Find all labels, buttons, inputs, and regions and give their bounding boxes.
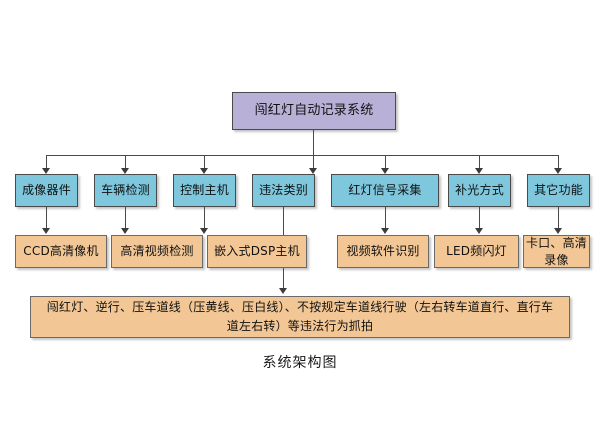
connector-level2-6 xyxy=(558,207,559,229)
level1-node-imaging-device: 成像器件 xyxy=(15,174,78,207)
level2-node-video-software-recognition: 视频软件识别 xyxy=(337,235,429,268)
level2-label-3: 嵌入式DSP主机 xyxy=(214,244,300,259)
level1-label-2: 车辆检测 xyxy=(101,183,150,198)
connector-drop-level1-4 xyxy=(313,155,314,169)
connector-drop-level1-5 xyxy=(385,155,386,169)
level1-node-control-host: 控制主机 xyxy=(173,174,236,207)
arrowhead-level1-6 xyxy=(475,168,483,174)
arrowhead-level1-2 xyxy=(121,168,129,174)
connector-drop-level1-3 xyxy=(204,155,205,169)
arrowhead-level1-1 xyxy=(42,168,50,174)
level2-label-6: 卡口、高清录像 xyxy=(525,236,587,267)
level1-label-6: 补光方式 xyxy=(455,183,504,198)
arrowhead-level2-2 xyxy=(121,228,129,234)
connector-drop-level1-7 xyxy=(558,155,559,169)
connector-drop-level1-1 xyxy=(46,155,47,169)
level1-label-7: 其它功能 xyxy=(534,183,583,198)
connector-level2-4 xyxy=(385,207,386,229)
arrowhead-level1-7 xyxy=(554,168,562,174)
connector-level2-2 xyxy=(125,207,126,229)
connector-drop-level1-2 xyxy=(125,155,126,169)
arrowhead-level2-6 xyxy=(554,228,562,234)
connector-bus-level1 xyxy=(46,155,558,156)
level1-node-other-functions: 其它功能 xyxy=(527,174,590,207)
arrowhead-level2-4 xyxy=(381,228,389,234)
arrowhead-level1-3 xyxy=(200,168,208,174)
summary-label: 闯红灯、逆行、压车道线（压黄线、压白线）、不按规定车道线行驶（左右转车道直行、直… xyxy=(46,300,554,333)
level1-label-4: 违法类别 xyxy=(259,183,308,198)
arrowhead-level2-1 xyxy=(42,228,50,234)
arrowhead-level2-5 xyxy=(475,228,483,234)
connector-root-stem xyxy=(313,130,314,155)
level2-label-4: 视频软件识别 xyxy=(346,244,420,259)
arrowhead-level1-5 xyxy=(381,168,389,174)
level2-node-checkpoint-hd-recording: 卡口、高清录像 xyxy=(523,235,590,268)
level2-label-2: 高清视频检测 xyxy=(120,244,194,259)
level2-node-embedded-dsp-host: 嵌入式DSP主机 xyxy=(207,235,307,268)
root-node-automatic-red-light-system: 闯红灯自动记录系统 xyxy=(232,92,396,130)
diagram-caption: 系统架构图 xyxy=(0,352,600,372)
connector-level2-3 xyxy=(204,207,205,229)
arrowhead-level1-4 xyxy=(309,168,317,174)
connector-drop-level1-6 xyxy=(479,155,480,169)
summary-node-violation-capture-list: 闯红灯、逆行、压车道线（压黄线、压白线）、不按规定车道线行驶（左右转车道直行、直… xyxy=(30,296,570,338)
level2-node-ccd-hd-camera: CCD高清像机 xyxy=(15,235,107,268)
level2-label-1: CCD高清像机 xyxy=(23,244,99,259)
level1-node-fill-light-method: 补光方式 xyxy=(448,174,511,207)
level1-label-1: 成像器件 xyxy=(22,183,71,198)
level1-label-3: 控制主机 xyxy=(180,183,229,198)
root-node-label: 闯红灯自动记录系统 xyxy=(254,103,374,119)
connector-level2-1 xyxy=(46,207,47,229)
connector-level2-5 xyxy=(479,207,480,229)
level1-node-violation-category: 违法类别 xyxy=(252,174,315,207)
diagram-caption-text: 系统架构图 xyxy=(262,355,338,371)
level1-node-red-light-signal-acquisition: 红灯信号采集 xyxy=(331,174,439,207)
arrowhead-violation-to-summary xyxy=(279,288,287,294)
level2-label-5: LED频闪灯 xyxy=(446,244,507,259)
arrowhead-level2-3 xyxy=(200,228,208,234)
level1-label-5: 红灯信号采集 xyxy=(348,183,422,198)
level1-node-vehicle-detection: 车辆检测 xyxy=(94,174,157,207)
level2-node-led-strobe-light: LED频闪灯 xyxy=(434,235,519,268)
level2-node-hd-video-detection: 高清视频检测 xyxy=(111,235,203,268)
